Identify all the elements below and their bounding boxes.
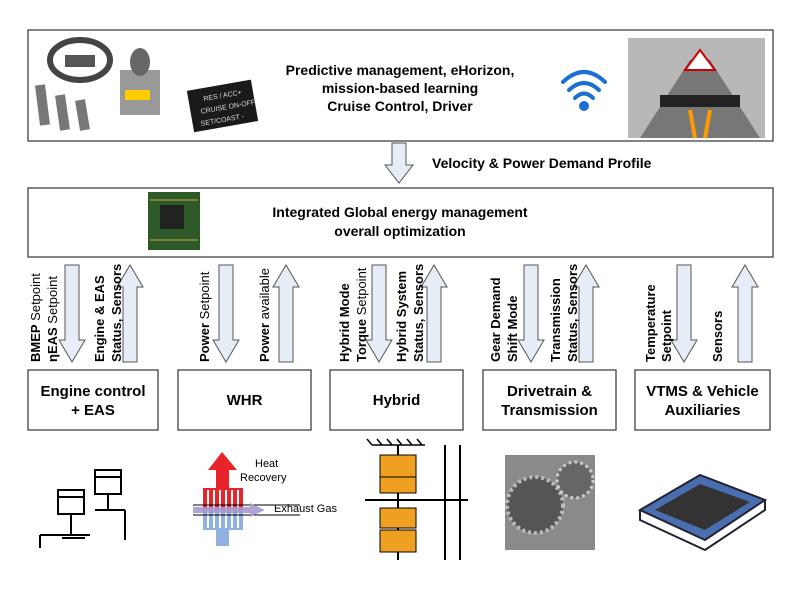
feedback-label: Sensors (710, 311, 725, 362)
ehorizon-map-image (628, 38, 765, 139)
feedback-up-arrow (272, 264, 300, 363)
module-box (329, 369, 464, 431)
gearbox-photo-image (505, 455, 595, 550)
command-down-arrow (212, 264, 240, 363)
svg-text:Heat: Heat (255, 458, 278, 470)
command-down-arrow (670, 264, 698, 363)
svg-text:Exhaust Gas: Exhaust Gas (274, 503, 337, 515)
steering-wheel-pedals-image (35, 37, 160, 131)
flow-down-arrow (383, 142, 415, 184)
hybrid-gear-schematic-image (365, 438, 468, 560)
module-label: WHR (227, 392, 263, 409)
setpoint-label: Torque Setpoint (354, 267, 369, 362)
feedback-label: Hybrid System (394, 271, 409, 362)
feedback-up-arrow (116, 264, 144, 363)
cooling-radiator-image (637, 473, 768, 552)
setpoint-label: Shift Mode (505, 296, 520, 362)
setpoint-label: Power Setpoint (197, 271, 212, 362)
setpoint-label: Setpoint (659, 309, 674, 362)
setpoint-label: ηEAS Setpoint (45, 276, 60, 362)
setpoint-label: Hybrid Mode (337, 283, 352, 362)
velocity-power-demand-label: Velocity & Power Demand Profile (432, 155, 652, 171)
module-label: Engine control+ EAS (41, 383, 146, 419)
feedback-label: Power available (257, 268, 272, 362)
module-box (482, 369, 617, 431)
command-down-arrow (517, 264, 545, 363)
feedback-label: Transmission (548, 278, 563, 362)
command-down-arrow (365, 264, 393, 363)
circuit-board-image (148, 192, 200, 250)
feedback-up-arrow (420, 264, 448, 363)
svg-text:Recovery: Recovery (240, 472, 287, 484)
module-label: Hybrid (373, 392, 421, 409)
feedback-up-arrow (731, 264, 759, 363)
feedback-label: Engine & EAS (92, 275, 107, 362)
module-box (634, 369, 771, 431)
feedback-label: Status, Sensors (109, 264, 124, 362)
engine-schematic-image (39, 469, 126, 548)
wifi-icon (561, 70, 607, 111)
module-label: Drivetrain &Transmission (501, 383, 598, 419)
whr-heat-exchanger-image: Heat Recovery Exhaust Gas (193, 452, 337, 546)
module-whr: WHR Power Setpoint Power available (177, 264, 312, 431)
feedback-label: Status, Sensors (411, 264, 426, 362)
top-description: Predictive management, eHorizon,mission-… (286, 62, 515, 114)
module-box (177, 369, 312, 431)
command-down-arrow (58, 264, 86, 363)
cruise-control-panel-image: RES / ACC+ CRUISE ON-OFF SET/COAST - (186, 79, 259, 133)
feedback-up-arrow (572, 264, 600, 363)
module-box (27, 369, 159, 431)
setpoint-label: Temperature (643, 284, 658, 362)
setpoint-label: Gear Demand (488, 277, 503, 362)
feedback-label: Status, Sensors (565, 264, 580, 362)
setpoint-label: BMEP Setpoint (28, 273, 43, 362)
